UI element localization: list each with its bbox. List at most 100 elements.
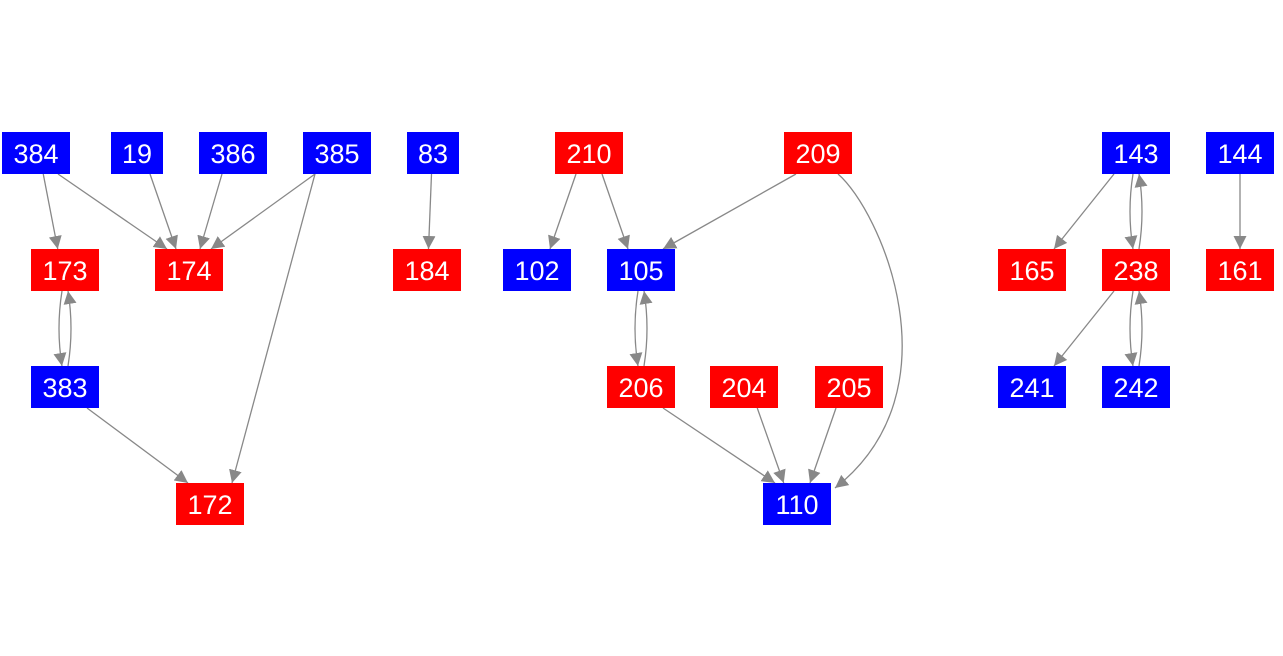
node-box-19 [111,132,163,174]
node-383: 383 [31,366,99,408]
node-143: 143 [1102,132,1170,174]
node-label-172: 172 [187,490,232,520]
node-165: 165 [998,249,1066,291]
node-box-110 [763,483,831,525]
edge-206-to-105 [639,290,653,367]
edge-238-to-242 [1124,290,1138,367]
edge-385-to-172 [229,173,316,484]
node-box-205 [815,366,883,408]
node-205: 205 [815,366,883,408]
node-box-209 [784,132,852,174]
node-161: 161 [1206,249,1274,291]
node-242: 242 [1102,366,1170,408]
node-box-102 [503,249,571,291]
node-384: 384 [2,132,70,174]
edge-384-to-173 [42,173,62,250]
edge-242-to-238 [1134,290,1148,367]
node-238: 238 [1102,249,1170,291]
edge-143-to-165 [1053,173,1115,250]
node-label-241: 241 [1009,373,1054,403]
node-box-172 [176,483,244,525]
edge-105-to-206 [629,290,643,367]
edge-210-to-105 [601,173,630,250]
edge-209-to-105 [662,173,797,250]
node-184: 184 [393,249,461,291]
edge-205-to-110 [808,407,837,484]
nodes-layer: 384 19 386 385 83 210 209 143 144 173 174 184 102 105… [2,132,1274,525]
node-box-204 [710,366,778,408]
node-label-144: 144 [1217,139,1262,169]
edge-204-to-110 [756,407,786,484]
node-label-174: 174 [166,256,211,286]
node-box-384 [2,132,70,174]
node-210: 210 [555,132,623,174]
edge-210-to-102 [548,173,577,250]
node-label-242: 242 [1113,373,1158,403]
edge-209-to-110 [834,173,903,489]
node-144: 144 [1206,132,1274,174]
node-label-105: 105 [618,256,663,286]
node-label-205: 205 [826,373,871,403]
node-174: 174 [155,249,223,291]
node-label-143: 143 [1113,139,1158,169]
node-box-143 [1102,132,1170,174]
node-label-161: 161 [1217,256,1262,286]
node-box-83 [407,132,459,174]
edge-383-to-172 [86,407,189,484]
node-label-184: 184 [404,256,449,286]
node-label-165: 165 [1009,256,1054,286]
edge-173-to-383 [53,290,67,367]
node-83: 83 [407,132,459,174]
node-241: 241 [998,366,1066,408]
node-173: 173 [31,249,99,291]
node-box-161 [1206,249,1274,291]
node-label-206: 206 [618,373,663,403]
node-box-385 [303,132,371,174]
node-label-173: 173 [42,256,87,286]
node-label-110: 110 [775,490,818,520]
node-box-173 [31,249,99,291]
node-label-209: 209 [795,139,840,169]
edge-238-to-143 [1134,173,1148,250]
node-209: 209 [784,132,852,174]
node-label-204: 204 [721,373,766,403]
node-206: 206 [607,366,675,408]
node-105: 105 [607,249,675,291]
node-box-383 [31,366,99,408]
node-box-386 [199,132,267,174]
edge-83-to-184 [422,173,436,250]
node-box-105 [607,249,675,291]
edge-206-to-110 [662,407,776,484]
node-label-210: 210 [566,139,611,169]
node-110: 110 [763,483,831,525]
node-label-385: 385 [314,139,359,169]
node-box-174 [155,249,223,291]
node-386: 386 [199,132,267,174]
node-box-238 [1102,249,1170,291]
edge-384-to-174 [57,173,168,250]
edges-layer [42,173,1247,489]
node-label-383: 383 [42,373,87,403]
node-385: 385 [303,132,371,174]
node-box-242 [1102,366,1170,408]
node-label-386: 386 [210,139,255,169]
node-box-241 [998,366,1066,408]
node-label-83: 83 [418,139,448,169]
node-box-184 [393,249,461,291]
edge-143-to-238 [1124,173,1138,250]
node-box-165 [998,249,1066,291]
edge-19-to-174 [149,173,178,250]
node-172: 172 [176,483,244,525]
edge-386-to-174 [197,173,223,250]
edge-383-to-173 [63,290,77,367]
node-19: 19 [111,132,163,174]
node-box-210 [555,132,623,174]
edge-385-to-174 [210,173,316,250]
node-box-206 [607,366,675,408]
node-102: 102 [503,249,571,291]
node-label-102: 102 [514,256,559,286]
node-label-384: 384 [13,139,58,169]
node-204: 204 [710,366,778,408]
node-label-238: 238 [1113,256,1158,286]
